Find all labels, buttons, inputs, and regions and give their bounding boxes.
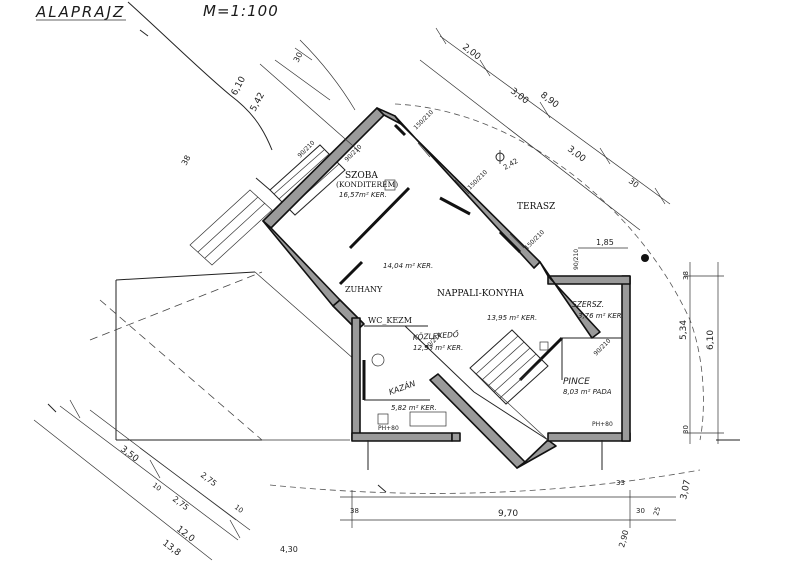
room-terasz: TERASZ [517,202,555,212]
terrain-line-2 [299,39,356,111]
opening-label: 90/210 [592,337,612,357]
building-walls [262,107,631,469]
svg-text:38: 38 [682,271,690,280]
svg-text:3,00: 3,00 [508,86,530,106]
room-nappali-name: NAPPALI-KONYHA [437,289,524,299]
svg-text:30: 30 [682,425,690,434]
terrain-line [127,1,273,151]
svg-text:25: 25 [652,506,662,517]
room-pince-area: 8,03 m² PADA [563,388,612,396]
ramp-line-1 [254,271,356,361]
svg-text:5,42: 5,42 [249,91,267,113]
interior-partitions [338,186,622,441]
setback-line-2 [89,271,263,341]
svg-text:38: 38 [350,507,359,515]
opening-label: 150/210 [523,229,546,252]
dim-chain-top-left: 6,10 5,42 30 38 [180,47,361,167]
svg-text:2,75: 2,75 [199,470,219,488]
svg-text:1,85: 1,85 [596,238,614,247]
survey-ticks [47,29,740,493]
svg-text:5,34: 5,34 [679,320,689,340]
opening-marks [371,123,549,427]
plan-scale: M=1:100 [203,2,279,20]
dim-chain-right: 6,10 5,34 38 30 1,85 3,07 [578,238,724,501]
opening-label: 90/210 [296,139,316,159]
level-mark: PH+80 [378,425,399,432]
svg-text:2,00: 2,00 [460,42,482,62]
svg-text:3,00: 3,00 [565,144,587,164]
svg-text:8,90: 8,90 [538,90,560,110]
swing-arc-bottom [269,469,701,494]
svg-text:3,50: 3,50 [118,444,140,464]
room-nappali-area-upper: 14,04 m² KER. [383,262,433,270]
svg-text:13,8: 13,8 [160,538,182,558]
plan-title: ALAPRAJZ [35,3,125,21]
level-mark: PH+80 [592,421,613,428]
dim-chain-top-right: 2,00 3,00 8,90 3,00 30 [419,27,671,231]
svg-text:9,70: 9,70 [498,509,518,519]
room-szoba-sub: (KONDITEREM) [336,180,398,189]
svg-text:12,0: 12,0 [174,524,196,544]
site-border-top [115,271,256,281]
room-pince-name: PINCE [563,377,590,387]
room-szersz-name: SZERSZ. [572,300,604,309]
opening-label: 90/210 [573,249,580,270]
dim-chain-lower-left: 3,50 2,75 10 2,75 10 12,0 13,8 [33,399,251,561]
internal-stair [469,329,549,441]
room-kazan-name: KAZÁN [387,377,417,397]
svg-text:2,90: 2,90 [617,529,630,549]
compass-icon [495,150,505,164]
svg-text:30: 30 [627,176,641,189]
column-icon [641,254,649,262]
opening-label: 150/210 [412,109,435,132]
swing-arc-large [394,103,704,441]
svg-text:10: 10 [151,481,163,493]
room-nappali-area: 13,95 m² KER. [487,314,537,322]
svg-text:10: 10 [233,503,245,515]
room-wc: WC_KEZM [368,316,412,325]
svg-text:3,07: 3,07 [679,479,693,501]
room-zuhany: ZUHANY [345,285,383,294]
room-kozlekedo-area: 12,53 m² KER. [413,344,463,352]
dim-chain-bottom: 9,70 38 30 33 2,90 25 4,30 [280,479,676,554]
room-szoba-area: 16,57m² KER. [339,191,387,199]
svg-text:6,10: 6,10 [706,330,716,350]
svg-text:2,75: 2,75 [171,494,191,512]
svg-text:6,10: 6,10 [230,75,248,98]
opening-label: 150/210 [466,169,489,192]
setback-line-1 [99,299,263,441]
svg-text:38: 38 [180,154,193,167]
svg-text:33: 33 [616,479,625,487]
level-mark: 2,42 [502,157,520,172]
room-kazan-area: 5,82 m² KER. [391,404,437,412]
svg-text:30: 30 [636,507,645,515]
svg-text:30: 30 [292,51,305,64]
room-szersz-area: 3,76 m² KER. [578,312,624,320]
room-kozlekedo-name: KÖZLEKEDŐ [413,330,460,342]
room-szoba-name: SZOBA [345,171,378,181]
svg-text:4,30: 4,30 [280,545,298,554]
